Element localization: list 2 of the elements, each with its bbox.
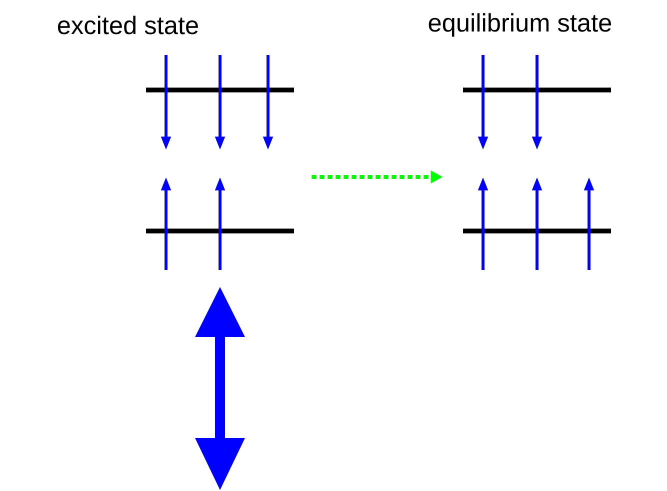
state-title: equilibrium state: [428, 13, 612, 37]
state-title: excited state: [58, 16, 198, 34]
